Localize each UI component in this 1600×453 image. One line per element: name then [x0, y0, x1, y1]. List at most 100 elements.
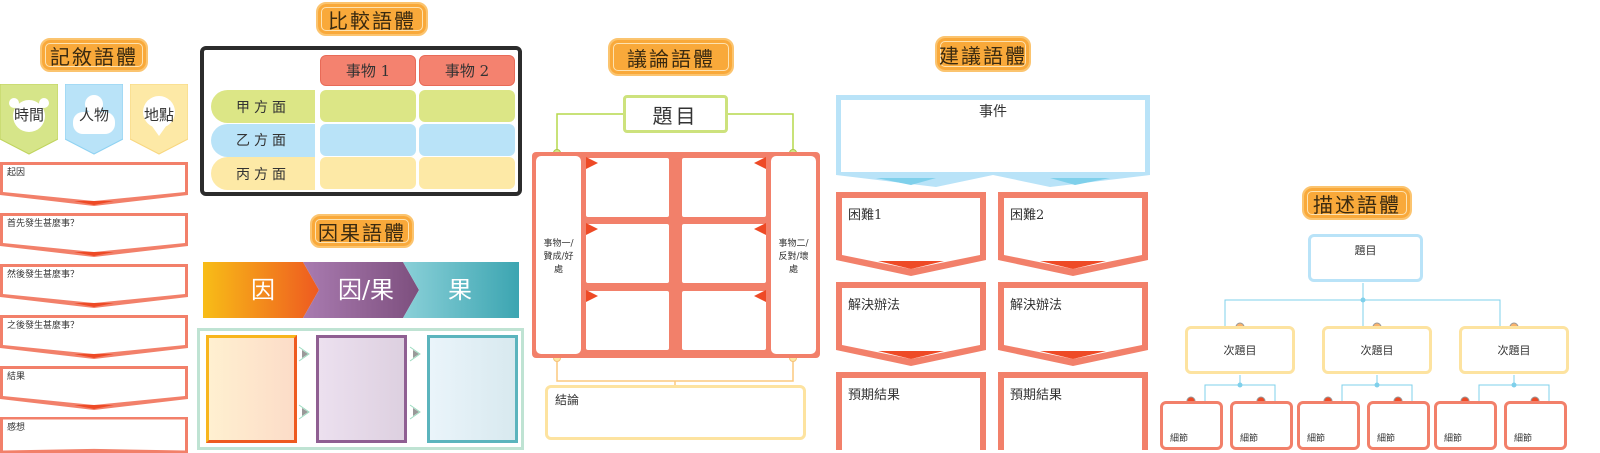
detail-box[interactable]: 細節 — [1160, 401, 1223, 450]
location-pin-icon — [130, 84, 188, 155]
narrative-step-box[interactable]: 結果 — [0, 366, 188, 410]
solution-box[interactable]: 解決辦法 — [836, 282, 986, 366]
detail-box[interactable]: 細節 — [1504, 401, 1567, 450]
expected-result-box[interactable]: 預期結果 — [836, 372, 986, 450]
subtopic-box[interactable]: 次題目 — [1459, 326, 1569, 374]
argument-left-side[interactable]: 事物一/贊成/好處 — [536, 156, 581, 354]
compare-cell[interactable] — [419, 123, 515, 156]
flag-icon — [586, 223, 598, 235]
effect-segment — [403, 262, 519, 318]
subtopic-box[interactable]: 次題目 — [1185, 326, 1295, 374]
flag-icon — [754, 290, 766, 302]
cause-box[interactable] — [206, 335, 297, 443]
solution-box[interactable]: 解決辦法 — [998, 282, 1148, 366]
box-shape — [836, 192, 986, 276]
header-item-1: 事物 1 — [320, 55, 416, 86]
connector-node — [1374, 382, 1380, 388]
row-label: 乙方面 — [211, 123, 315, 157]
step-label: 結果 — [7, 372, 26, 382]
detail-box[interactable]: 細節 — [1367, 401, 1430, 450]
narrative-step-box[interactable]: 感想 — [0, 417, 188, 453]
difficulty-box[interactable]: 困難2 — [998, 192, 1148, 276]
place-tag: 地點 — [130, 84, 188, 155]
box-label: 解決辦法 — [1010, 298, 1063, 313]
step-label: 感想 — [7, 423, 26, 433]
connector-node — [1511, 382, 1517, 388]
narrative-title: 記敘語體 — [40, 38, 148, 72]
chevron-shape — [0, 264, 188, 308]
box-shape — [836, 372, 986, 450]
box-shape — [836, 282, 986, 366]
compare-cell[interactable] — [419, 90, 515, 122]
narrative-step-box[interactable]: 然後發生甚麼事？ — [0, 264, 188, 308]
box-shape — [998, 282, 1148, 366]
describe-title: 描述語體 — [1302, 186, 1412, 220]
event-box[interactable]: 事件 — [836, 95, 1150, 187]
person-label: 人物 — [78, 106, 109, 124]
chevron-shape — [0, 213, 188, 257]
box-shape — [998, 372, 1148, 450]
flag-icon — [586, 157, 598, 169]
detail-box[interactable]: 細節 — [1297, 401, 1360, 450]
conclusion-label: 結論 — [555, 393, 580, 407]
arrow-icon — [298, 346, 310, 420]
row-label: 丙方面 — [211, 157, 315, 190]
cause-effect-box[interactable] — [316, 335, 407, 443]
person-tag: 人物 — [65, 84, 123, 155]
box-label: 預期結果 — [1010, 388, 1063, 403]
compare-table — [200, 46, 522, 196]
chevron-shape — [0, 315, 188, 359]
compare-cell[interactable] — [419, 157, 515, 189]
flag-icon — [754, 223, 766, 235]
row-label: 甲方面 — [211, 90, 315, 123]
chevron-shape — [0, 162, 188, 206]
box-label: 困難1 — [848, 208, 883, 223]
alarm-clock-icon — [0, 84, 58, 155]
detail-box[interactable]: 細節 — [1230, 401, 1293, 450]
person-icon — [65, 84, 123, 155]
chevron-shape — [0, 366, 188, 410]
flag-icon — [754, 157, 766, 169]
compare-title: 比較語體 — [316, 2, 428, 36]
cause-title: 因果語體 — [310, 214, 414, 248]
conclusion-box[interactable]: 結論 — [545, 385, 806, 440]
arrow-icon — [409, 346, 421, 420]
cause-segment — [203, 262, 319, 318]
cause-effect-segment — [303, 262, 419, 318]
event-shape — [836, 95, 1150, 187]
argument-right-side[interactable]: 事物二/反對/壞處 — [771, 156, 816, 354]
box-label: 困難2 — [1010, 208, 1045, 223]
compare-cell[interactable] — [320, 157, 416, 189]
cause-effect-panel — [197, 328, 524, 450]
connector-node — [1237, 382, 1243, 388]
box-label: 預期結果 — [848, 388, 901, 403]
narrative-step-box[interactable]: 起因 — [0, 162, 188, 206]
cause-effect-label: 因/果 — [337, 276, 395, 304]
header-item-2: 事物 2 — [419, 55, 515, 86]
detail-box[interactable]: 細節 — [1434, 401, 1497, 450]
box-shape — [998, 192, 1148, 276]
effect-label: 果 — [448, 276, 472, 304]
step-label: 然後發生甚麼事？ — [7, 270, 80, 280]
difficulty-box[interactable]: 困難1 — [836, 192, 986, 276]
chevron-shape — [0, 417, 188, 453]
effect-box[interactable] — [427, 335, 518, 443]
flag-icon — [586, 290, 598, 302]
event-label: 事件 — [979, 104, 1007, 120]
place-label: 地點 — [143, 106, 174, 124]
time-tag: 時間 — [0, 84, 58, 155]
time-label: 時間 — [13, 106, 44, 124]
narrative-step-box[interactable]: 首先發生甚麼事？ — [0, 213, 188, 257]
box-label: 解決辦法 — [848, 298, 901, 313]
describe-topic[interactable]: 題目 — [1308, 234, 1423, 282]
step-label: 首先發生甚麼事？ — [7, 219, 80, 229]
compare-cell[interactable] — [320, 90, 416, 122]
argument-topic[interactable]: 題目 — [623, 95, 728, 133]
narrative-step-box[interactable]: 之後發生甚麼事？ — [0, 315, 188, 359]
cause-label: 因 — [251, 276, 275, 304]
compare-cell[interactable] — [320, 123, 416, 156]
cause-effect-arrow — [203, 262, 519, 318]
step-label: 起因 — [7, 168, 26, 178]
subtopic-box[interactable]: 次題目 — [1322, 326, 1432, 374]
expected-result-box[interactable]: 預期結果 — [998, 372, 1148, 450]
